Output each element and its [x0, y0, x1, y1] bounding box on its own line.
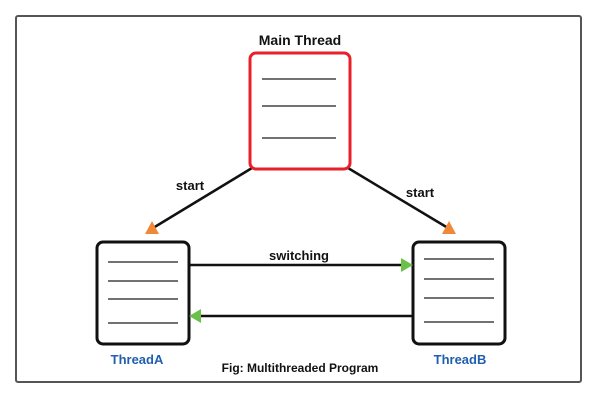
start-arrowhead-thread-b: [442, 221, 456, 234]
diagram-frame: [15, 15, 582, 383]
thread-b-label: ThreadB: [433, 352, 487, 367]
start-label-right: start: [405, 185, 435, 200]
start-line-to-thread-b: [347, 166, 449, 230]
start-line-to-thread-a: [152, 166, 253, 230]
main-thread-title: Main Thread: [258, 32, 342, 48]
switch-arrowhead-to-thread-a: [189, 309, 201, 323]
thread-a-label: ThreadA: [110, 352, 164, 367]
main-thread-box: [248, 51, 352, 171]
thread-b-box: [411, 240, 507, 346]
start-label-left: start: [175, 178, 205, 193]
switch-arrowhead-to-thread-b: [401, 258, 413, 272]
figure-caption: Fig: Multithreaded Program: [221, 361, 379, 375]
thread-a-box: [95, 240, 191, 346]
switching-label: switching: [269, 248, 329, 263]
start-arrowhead-thread-a: [145, 221, 159, 234]
